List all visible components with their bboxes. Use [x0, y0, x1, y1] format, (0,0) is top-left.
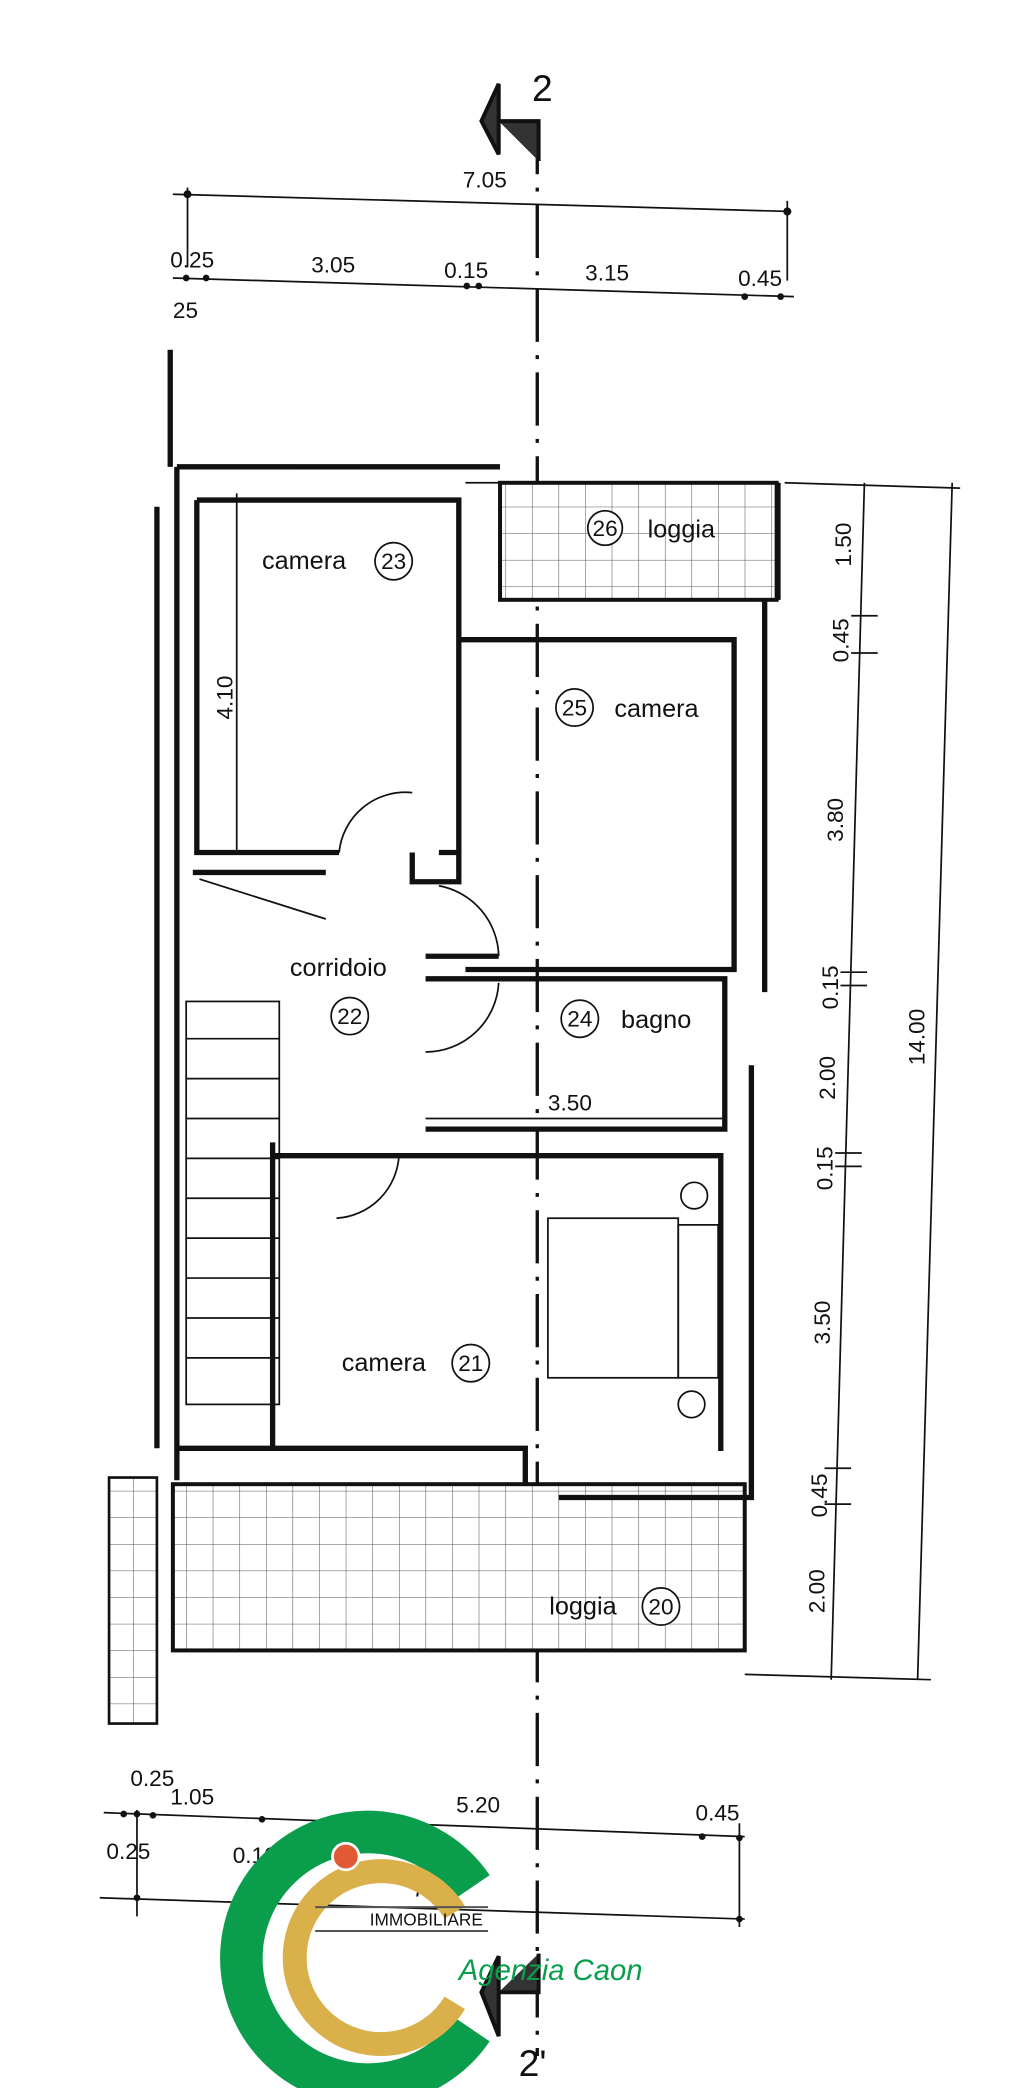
- top-overall-dim: 7.05: [463, 168, 507, 193]
- walls: [154, 349, 781, 1501]
- dim-label: 2.00: [815, 1056, 840, 1100]
- dim-label: 0.15: [812, 1146, 837, 1190]
- dim-label: 0.45: [807, 1473, 832, 1517]
- dim-label: 2.00: [805, 1569, 830, 1613]
- dim-label: 25: [173, 298, 198, 323]
- loggia-20-floor: [170, 1482, 747, 1653]
- neighbor-terrace: [107, 1476, 159, 1725]
- section-marker-bottom: 2': [479, 1953, 547, 2084]
- dim-label: 3.80: [823, 798, 848, 842]
- room-name: camera: [262, 547, 347, 575]
- agency-logo: IMMOBILIARE Agenzia Caon: [220, 1810, 643, 2088]
- logo-agency-name: Agenzia Caon: [457, 1955, 643, 1987]
- dim-label: 1.50: [831, 523, 856, 567]
- dim-label: 3.50: [810, 1301, 835, 1345]
- room-loggia-26: 26 loggia: [586, 509, 716, 547]
- top-dimensions: 7.05 0.25 3.05 0.15 3.15 0.45 25: [170, 168, 794, 323]
- dim-label: 0.45: [738, 266, 782, 291]
- room-name: bagno: [621, 1006, 691, 1034]
- room-number: 23: [381, 549, 406, 574]
- section-label-top: 2: [532, 67, 553, 109]
- dim-label: 0.25: [130, 1766, 174, 1791]
- dim-label: 0.45: [828, 618, 853, 662]
- room-camera-21: camera 21: [342, 1343, 491, 1383]
- loggia-26-floor: [498, 480, 779, 602]
- dim-label: 3.50: [548, 1090, 592, 1115]
- logo-immobiliare: IMMOBILIARE: [370, 1910, 483, 1930]
- room-name: loggia: [549, 1593, 617, 1621]
- room-name: camera: [614, 695, 699, 723]
- room-number: 26: [593, 516, 618, 541]
- dim-label: 0.25: [106, 1839, 150, 1864]
- section-label-bottom: 2': [519, 2042, 547, 2084]
- room-name: loggia: [648, 515, 716, 543]
- room-number: 21: [458, 1351, 483, 1376]
- section-marker-top: 2: [479, 67, 553, 161]
- right-overall-dim: 14.00: [904, 1009, 929, 1066]
- room-name: corridoio: [290, 954, 387, 982]
- dim-label: 4.10: [213, 676, 238, 720]
- dim-label: 3.05: [311, 253, 355, 278]
- dim-label: 5.20: [456, 1793, 500, 1818]
- right-dimensions: 14.00 1.50 0.45 3.80 0.15 2.00 0.15 3.50…: [744, 481, 961, 1681]
- dim-label: 1.05: [170, 1785, 214, 1810]
- room-bagno-24: 24 bagno: [560, 999, 691, 1039]
- room-camera-23: camera 23: [262, 541, 414, 581]
- dim-label: 0.15: [818, 965, 843, 1009]
- room-corridoio-22: corridoio 22: [290, 954, 387, 1036]
- room-number: 25: [562, 696, 587, 721]
- door-swings: [336, 791, 500, 1220]
- dim-label: 0.25: [170, 247, 214, 272]
- bed: [547, 1181, 719, 1419]
- dim-label: 0.15: [444, 258, 488, 283]
- room-number: 22: [337, 1004, 362, 1029]
- dim-label: 3.15: [585, 261, 629, 286]
- room-loggia-20: loggia 20: [549, 1587, 681, 1627]
- room-name: camera: [342, 1349, 427, 1377]
- staircase: [185, 878, 327, 1406]
- room-number: 24: [567, 1007, 592, 1032]
- room-camera-25: 25 camera: [555, 688, 700, 728]
- dim-label: 0.45: [696, 1801, 740, 1826]
- room-number: 20: [648, 1595, 673, 1620]
